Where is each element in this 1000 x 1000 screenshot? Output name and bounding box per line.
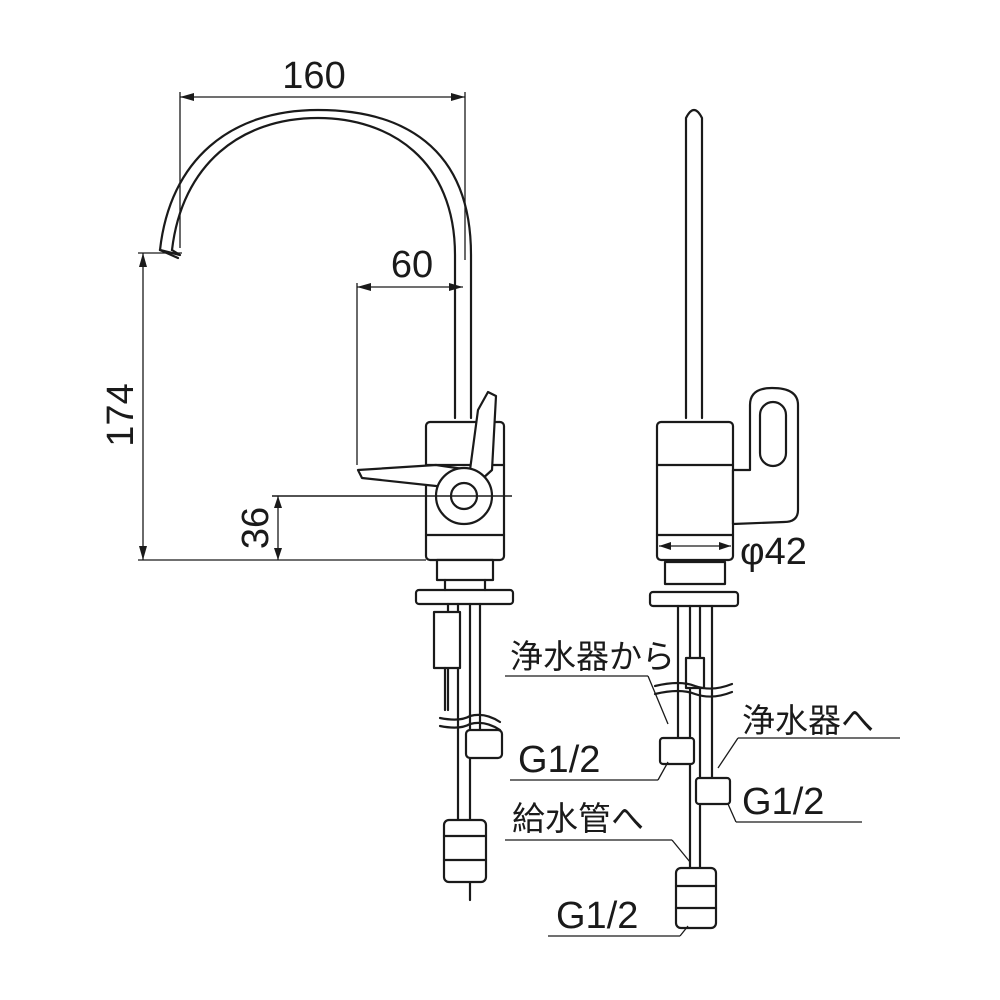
leader (679, 925, 689, 937)
break-line (653, 689, 734, 698)
dim-42-label: φ42 (740, 531, 807, 573)
callout-from-purifier: 浄水器から (510, 637, 675, 676)
arrow (274, 548, 282, 560)
side-pipe-clamp (684, 656, 706, 690)
break-line (438, 721, 502, 732)
leader (727, 803, 737, 823)
arrow (139, 253, 147, 267)
spout (170, 116, 457, 420)
leader (657, 761, 669, 781)
arrow (451, 93, 465, 101)
base-collar (435, 558, 495, 582)
dim-160-label: 160 (282, 55, 345, 97)
break-line (438, 713, 502, 724)
side-spout (684, 108, 704, 420)
front-view (158, 108, 515, 902)
spout-tip (158, 248, 182, 257)
leader (647, 675, 669, 725)
spout-inner (158, 108, 473, 420)
arrow (719, 542, 731, 550)
front-supply-nut (442, 818, 488, 884)
side-base-collar (663, 560, 727, 586)
arrow (659, 542, 671, 550)
pipe-clamp (432, 610, 462, 670)
callouts: 浄水器から 浄水器へ G1/2 G1/2 給水管へ G1/2 (505, 637, 900, 937)
dim-60-label: 60 (391, 244, 433, 286)
dim-36-label: 36 (235, 507, 277, 549)
base-plate (414, 588, 515, 606)
supply-nut (674, 866, 718, 930)
callout-to-purifier: 浄水器へ (742, 701, 874, 740)
spout-tip-edge (158, 248, 180, 260)
side-handle-slot (758, 400, 788, 468)
arrow (449, 283, 463, 291)
leader (671, 839, 691, 863)
callout-thread-upper-right: G1/2 (742, 781, 824, 823)
leader (717, 737, 739, 769)
front-connector (464, 728, 504, 760)
arrow (139, 546, 147, 560)
dim-174-label: 174 (100, 383, 142, 446)
side-base-plate (648, 590, 740, 608)
callout-thread-bottom: G1/2 (556, 895, 638, 937)
break-line (653, 681, 734, 690)
inlet-connector (694, 776, 732, 806)
callout-to-supply-pipe: 給水管へ (512, 799, 644, 838)
side-body (655, 420, 735, 562)
arrow (357, 283, 371, 291)
side-view: φ42 (648, 108, 807, 930)
arrow (180, 93, 194, 101)
arrow (274, 496, 282, 508)
outlet-connector (658, 736, 696, 766)
front-dimensions: 160 60 174 36 (100, 55, 466, 561)
callout-thread-upper-left: G1/2 (518, 739, 600, 781)
